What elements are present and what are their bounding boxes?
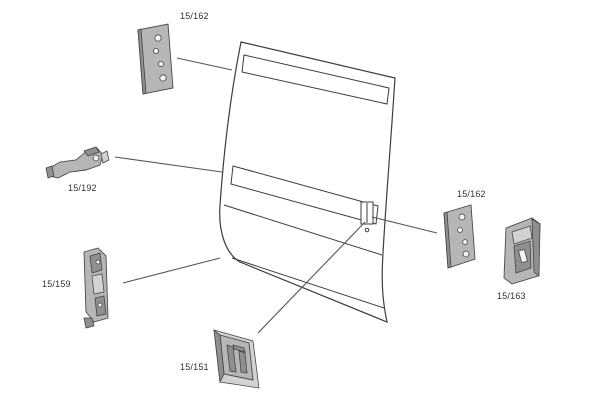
leader-line-handle [257,221,366,334]
upper-rail-strip [241,54,390,105]
lock-assembly-left [83,247,109,329]
hinge-plate-right [443,204,476,269]
part-label-hinge-right: 15/162 [457,189,486,199]
part-label-link-rod: 15/192 [68,183,97,193]
leader-line-hinge-top [176,57,233,71]
striker-latch-right [503,217,541,285]
part-label-latch-right: 15/163 [497,291,526,301]
part-label-handle: 15/151 [180,362,209,372]
leader-lines [114,57,438,334]
exterior-handle [213,329,260,389]
door-panel [219,41,396,323]
door-panel-outline [219,41,396,323]
door-panel-crease [223,204,383,256]
leader-line-hinge-right [371,216,438,234]
leader-line-link-rod [114,156,223,173]
middle-rail-strip [230,165,379,225]
door-panel-bottom-groove [231,257,385,309]
link-rod-clip [45,146,110,179]
hinge-plate-top [137,23,174,95]
part-label-lock-left: 15/159 [42,279,71,289]
lock-barrel-point [364,227,370,233]
leader-line-lock-left [122,257,221,284]
part-label-hinge-top: 15/162 [180,11,209,21]
